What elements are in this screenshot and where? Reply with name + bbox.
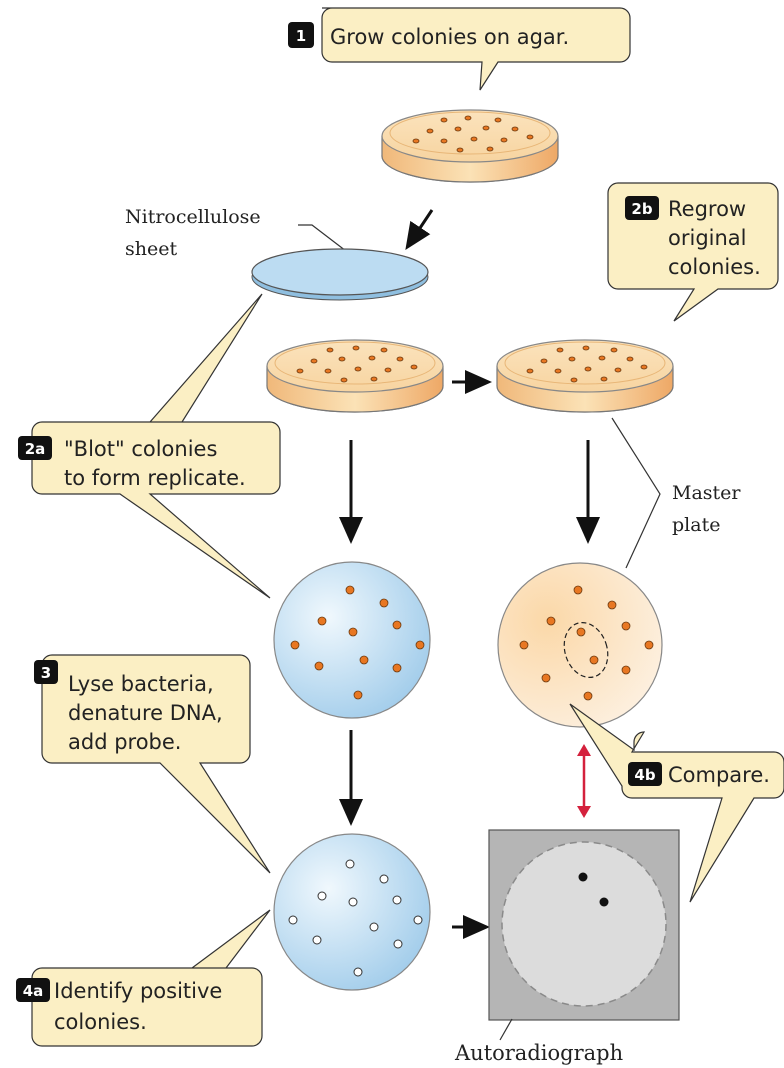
step-2a-line2: to form replicate. bbox=[64, 466, 246, 490]
nitrocellulose-sheet bbox=[252, 249, 428, 300]
label-master-line2: plate bbox=[672, 514, 720, 536]
leader-autoradiograph bbox=[500, 1019, 512, 1040]
petri-dish-initial bbox=[382, 110, 558, 182]
badge-1-text: 1 bbox=[296, 27, 306, 45]
badge-2b-text: 2b bbox=[631, 200, 652, 218]
petri-dish-replica bbox=[267, 340, 443, 412]
leader-nitrocellulose bbox=[298, 225, 346, 251]
label-nitrocellulose-line2: sheet bbox=[125, 238, 177, 260]
callout-step-3: 3 Lyse bacteria, denature DNA, add probe… bbox=[34, 655, 270, 873]
compare-double-arrow bbox=[577, 744, 591, 818]
callout-step-2a: 2a "Blot" colonies to form replicate. bbox=[18, 294, 280, 598]
hybridized-filter-disc bbox=[274, 834, 430, 990]
positive-signal-1 bbox=[579, 873, 588, 882]
step-2a-line1: "Blot" colonies bbox=[64, 437, 217, 461]
callout-step-2b: 2b Regrow original colonies. bbox=[608, 183, 778, 321]
callout-step-4a: 4a Identify positive colonies. bbox=[16, 910, 270, 1046]
label-autoradiograph: Autoradiograph bbox=[454, 1041, 623, 1065]
positive-signal-2 bbox=[600, 898, 609, 907]
step-3-line3: add probe. bbox=[68, 730, 181, 754]
step-4b-text: Compare. bbox=[668, 763, 770, 787]
label-nitrocellulose-line1: Nitrocellulose bbox=[125, 206, 261, 228]
petri-dish-master bbox=[497, 340, 673, 412]
arrow-dish-to-sheet bbox=[412, 210, 432, 240]
master-plate-bracket bbox=[612, 418, 660, 568]
badge-4a-text: 4a bbox=[23, 982, 44, 1000]
step-2b-line3: colonies. bbox=[668, 255, 761, 279]
replica-filter-disc bbox=[274, 562, 430, 718]
badge-4b-text: 4b bbox=[634, 766, 655, 784]
label-master-line1: Master bbox=[672, 482, 741, 504]
step-4a-line2: colonies. bbox=[54, 1010, 147, 1034]
badge-2a-text: 2a bbox=[25, 440, 46, 458]
step-1-text: Grow colonies on agar. bbox=[330, 25, 569, 49]
step-3-line1: Lyse bacteria, bbox=[68, 672, 214, 696]
step-3-line2: denature DNA, bbox=[68, 701, 223, 725]
callout-step-1: 1 Grow colonies on agar. bbox=[288, 8, 630, 90]
step-2b-line2: original bbox=[668, 226, 747, 250]
badge-3-text: 3 bbox=[41, 664, 51, 682]
step-4a-line1: Identify positive bbox=[54, 979, 222, 1003]
autoradiograph-film bbox=[489, 830, 679, 1020]
step-2b-line1: Regrow bbox=[668, 197, 746, 221]
